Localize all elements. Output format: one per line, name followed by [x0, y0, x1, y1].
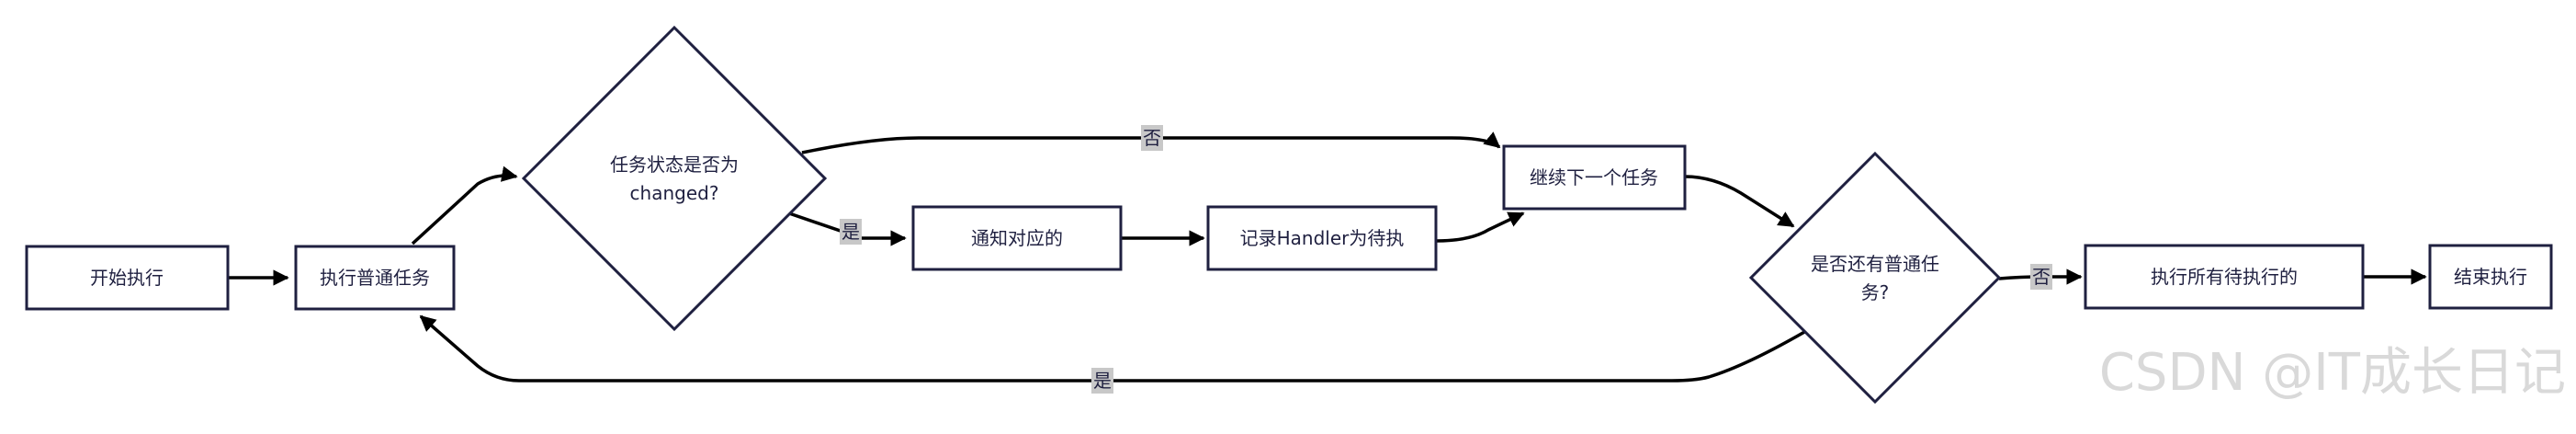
more-tasks-decision: 是否还有普通任 务?	[1748, 151, 2002, 405]
edge-next-task-to-more-tasks	[1684, 175, 1795, 228]
end-label: 结束执行	[2454, 266, 2527, 288]
edge-label-status-no: 否	[1141, 125, 1163, 151]
start-node: 开始执行	[25, 245, 230, 311]
edge-label-more-no: 否	[2030, 264, 2052, 290]
run-pending-node: 执行所有待执行的	[2084, 244, 2365, 310]
normal-task-label: 执行普通任务	[320, 267, 430, 289]
edge-more-yes-to-normal-task	[419, 314, 1807, 383]
end-node: 结束执行	[2428, 244, 2553, 310]
next-task-label: 继续下一个任务	[1530, 166, 1658, 188]
more-tasks-label-line1: 是否还有普通任	[1811, 253, 1939, 275]
edge-label-status-no-text: 否	[1143, 127, 1161, 149]
status-check-label-line2: changed?	[630, 182, 719, 204]
edge-label-more-no-text: 否	[2032, 266, 2051, 288]
edge-normal-task-to-status-check	[411, 166, 518, 246]
run-pending-label: 执行所有待执行的	[2151, 266, 2298, 288]
edge-label-status-yes: 是	[840, 219, 862, 245]
record-handler-label: 记录Handler为待执	[1240, 227, 1405, 249]
edge-label-more-yes: 是	[1091, 368, 1113, 394]
record-handler-node: 记录Handler为待执	[1206, 205, 1438, 271]
edge-label-more-yes-text: 是	[1093, 370, 1112, 392]
edge-status-no-to-next-task	[801, 131, 1501, 154]
more-tasks-label-line2: 务?	[1861, 281, 1890, 303]
edge-record-to-next-task	[1435, 211, 1525, 243]
notify-label: 通知对应的	[971, 227, 1063, 249]
status-check-label-line1: 任务状态是否为	[610, 154, 739, 176]
watermark: CSDN @IT成长日记	[2099, 343, 2566, 403]
start-node-label: 开始执行	[90, 267, 164, 289]
next-task-node: 继续下一个任务	[1502, 144, 1687, 211]
edge-label-status-yes-text: 是	[842, 221, 860, 243]
status-check-decision: 任务状态是否为 changed?	[521, 25, 828, 332]
normal-task-node: 执行普通任务	[294, 245, 456, 311]
notify-node: 通知对应的	[911, 205, 1123, 271]
